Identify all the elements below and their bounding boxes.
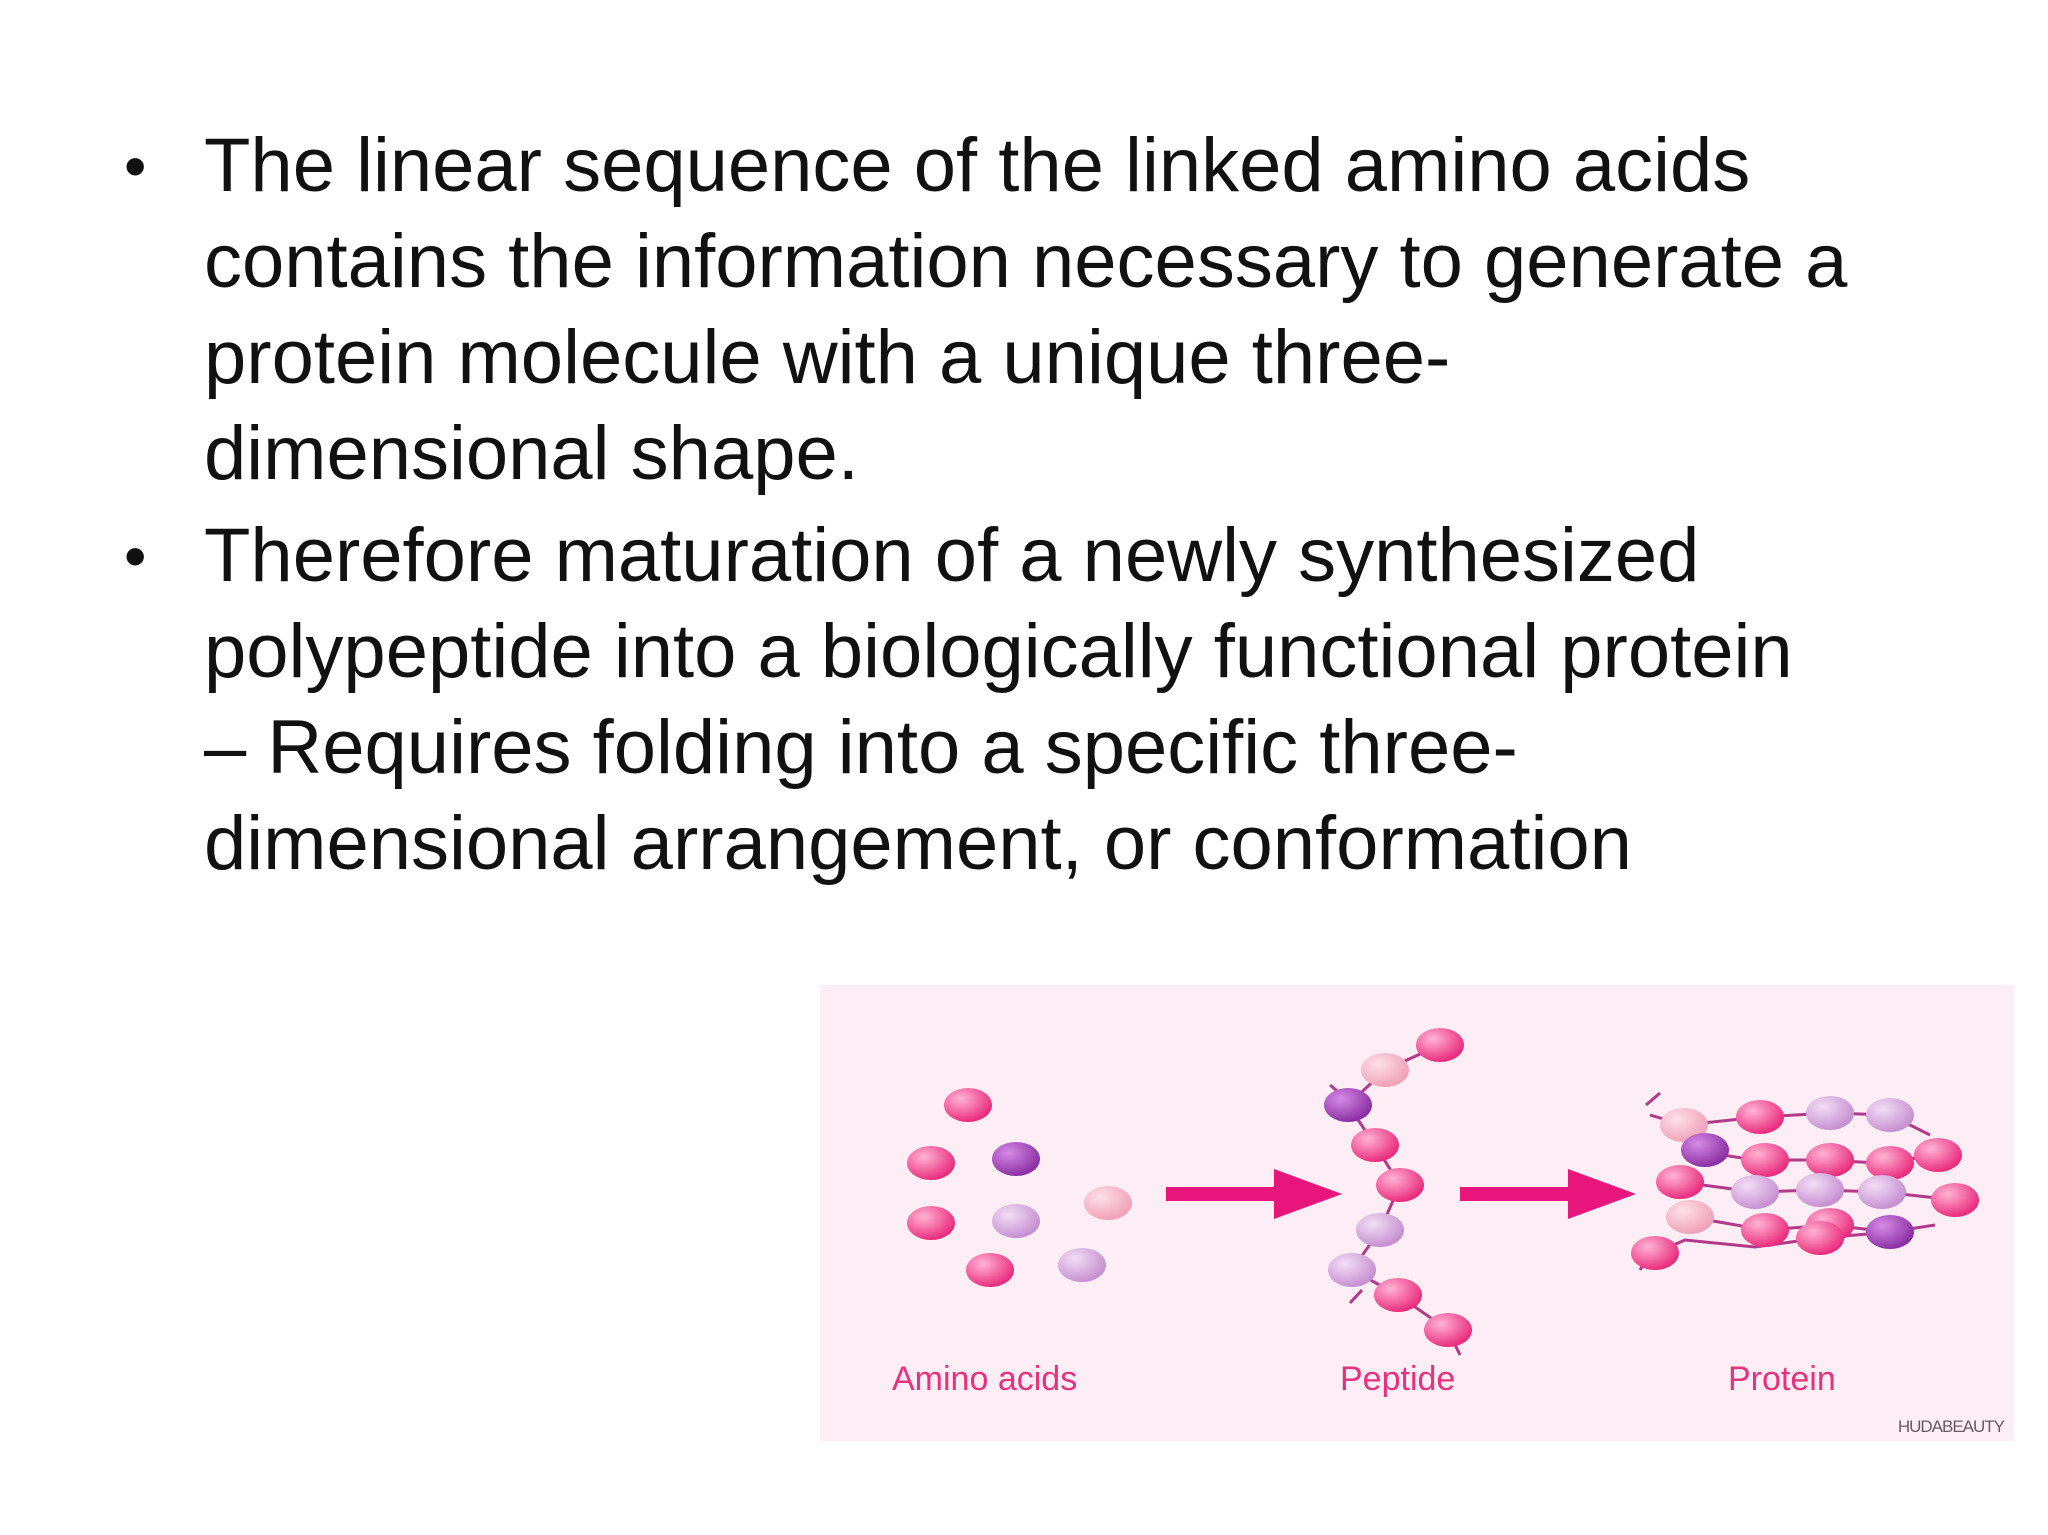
peptide-bead (1376, 1168, 1424, 1202)
slide-body: • The linear sequence of the linked amin… (120, 118, 2000, 898)
protein-bead (1731, 1175, 1779, 1209)
protein-bead (1681, 1133, 1729, 1167)
bullet-item: • The linear sequence of the linked amin… (120, 118, 2000, 502)
bullet-text-line: protein molecule with a unique three- (204, 315, 1451, 400)
protein-bead (1806, 1143, 1854, 1177)
peptide-bead (1374, 1278, 1422, 1312)
protein-bead (1631, 1236, 1679, 1270)
protein-bead (1741, 1213, 1789, 1247)
peptide-bead (1416, 1028, 1464, 1062)
protein-bead (1931, 1183, 1979, 1217)
bullet-text-line: dimensional shape. (204, 411, 859, 496)
protein-folding-figure: Amino acids Peptide Protein HUDABEAUTY (820, 985, 2014, 1441)
protein-bead (1660, 1108, 1708, 1142)
bullet-item: • Therefore maturation of a newly synthe… (120, 508, 2000, 892)
bullet-text-line: – Requires folding into a specific three… (204, 705, 1518, 790)
protein-bead (1806, 1096, 1854, 1130)
amino-acid-bead (944, 1088, 992, 1122)
protein-bead (1866, 1146, 1914, 1180)
bullet-icon: • (124, 520, 147, 592)
bullet-icon: • (124, 130, 147, 202)
protein-bead (1914, 1138, 1962, 1172)
peptide-bead (1324, 1088, 1372, 1122)
peptide-label: Peptide (1340, 1360, 1456, 1398)
protein-bead (1741, 1143, 1789, 1177)
peptide-bead (1351, 1128, 1399, 1162)
arrow-icon (1166, 1169, 1342, 1219)
bullet-text-line: dimensional arrangement, or conformation (204, 801, 1632, 886)
amino-acid-bead (1058, 1248, 1106, 1282)
protein-bead (1858, 1175, 1906, 1209)
amino-acids-label: Amino acids (892, 1360, 1078, 1398)
peptide-bead (1328, 1253, 1376, 1287)
amino-acid-bead (907, 1206, 955, 1240)
watermark: HUDABEAUTY (1897, 1417, 2005, 1436)
amino-acids-group (907, 1088, 1132, 1287)
protein-bead (1796, 1221, 1844, 1255)
protein-bead (1656, 1165, 1704, 1199)
amino-acid-bead (907, 1146, 955, 1180)
amino-acid-bead (992, 1142, 1040, 1176)
peptide-bead (1424, 1313, 1472, 1347)
amino-acid-bead (1084, 1186, 1132, 1220)
peptide-beads (1324, 1028, 1472, 1347)
amino-acid-bead (966, 1253, 1014, 1287)
protein-bead (1666, 1200, 1714, 1234)
bullet-text-line: contains the information necessary to ge… (204, 219, 1848, 304)
protein-bead (1866, 1098, 1914, 1132)
amino-acid-bead (992, 1204, 1040, 1238)
bullet-text-line: Therefore maturation of a newly synthesi… (204, 513, 1700, 598)
protein-bead (1866, 1215, 1914, 1249)
peptide-bead (1361, 1053, 1409, 1087)
protein-folding-illustration (907, 1028, 1979, 1356)
bullet-text-line: polypeptide into a biologically function… (204, 609, 1793, 694)
protein-bead (1796, 1173, 1844, 1207)
protein-bead (1736, 1100, 1784, 1134)
protein-label: Protein (1728, 1360, 1836, 1398)
bullet-text-line: The linear sequence of the linked amino … (204, 123, 1751, 208)
peptide-bead (1356, 1213, 1404, 1247)
protein-beads (1631, 1096, 1979, 1270)
arrow-icon (1460, 1169, 1636, 1219)
